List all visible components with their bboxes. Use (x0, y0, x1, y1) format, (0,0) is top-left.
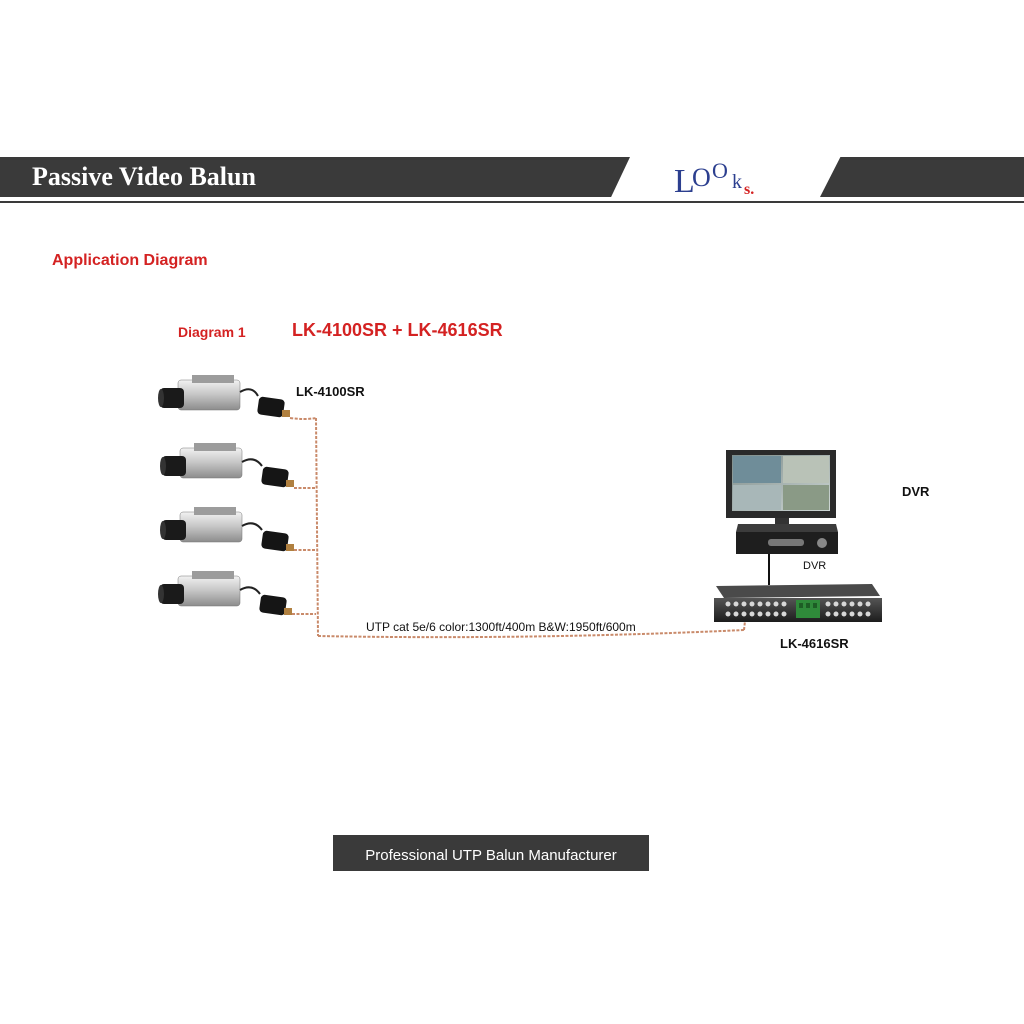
footer-banner: Professional UTP Balun Manufacturer (333, 835, 649, 871)
dvr-recorder (736, 524, 838, 554)
svg-text:O: O (692, 163, 711, 192)
balun-transmitter-4 (259, 594, 292, 616)
balun-receiver-rack (714, 584, 882, 622)
dvr-monitor (726, 450, 836, 524)
balun-transmitter-2 (261, 466, 294, 488)
dvr-label: DVR (902, 484, 930, 499)
balun-transmitter-3 (261, 530, 294, 552)
dvr-caption: DVR (803, 560, 827, 572)
svg-text:L: L (674, 163, 695, 200)
transmitter-label: LK-4100SR (296, 384, 365, 399)
balun-transmitter-1 (257, 396, 290, 418)
section-title: Application Diagram (52, 252, 208, 269)
utp-cable (289, 417, 747, 639)
cable-spec: UTP cat 5e/6 color:1300ft/400m B&W:1950f… (366, 620, 636, 634)
camera-3 (160, 507, 263, 543)
receiver-label: LK-4616SR (780, 636, 849, 651)
svg-text:k: k (732, 171, 742, 193)
header-banner (0, 157, 630, 197)
footer-text: Professional UTP Balun Manufacturer (365, 847, 617, 864)
camera-2 (160, 443, 263, 479)
svg-text:s.: s. (744, 181, 754, 198)
header-banner-right (820, 157, 1024, 197)
diagram-label: Diagram 1 (178, 324, 246, 340)
page-title: Passive Video Balun (32, 162, 256, 191)
company-logo: L O O k s. (674, 158, 754, 200)
camera-4 (158, 571, 261, 607)
diagram-products: LK-4100SR + LK-4616SR (292, 320, 503, 340)
svg-text:O: O (712, 158, 728, 183)
camera-1 (158, 375, 259, 411)
header-divider (0, 201, 1024, 203)
